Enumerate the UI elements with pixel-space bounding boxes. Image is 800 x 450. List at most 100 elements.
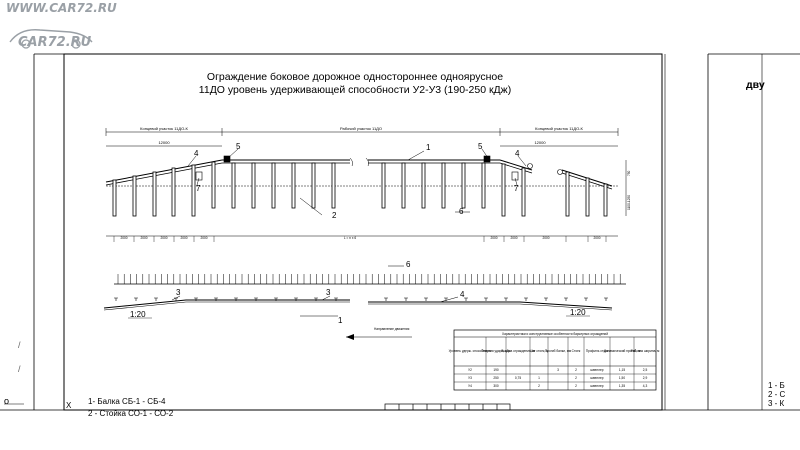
vertical-dim-750: 750 [627, 170, 631, 176]
right-sheet-legend: 1 - Б 2 - С 3 - К [768, 381, 786, 408]
svg-text:3: 3 [557, 368, 559, 372]
right-legend-2: 2 - С [768, 390, 786, 399]
callout-1: 1 [426, 143, 431, 152]
svg-text:1,15: 1,15 [619, 368, 625, 372]
plan-view: 6 3 3 4 1 1:20 1:20 Направление движения [103, 260, 626, 340]
right-sheet-heading: дву [746, 79, 765, 91]
dim-0: 2000 [120, 236, 127, 240]
plan-post [384, 297, 388, 301]
plan-ticks [117, 274, 621, 284]
table-title: Характеристики и конструктивные особенно… [502, 332, 608, 336]
svg-text:/: / [18, 340, 21, 350]
plan-post [584, 297, 588, 301]
plan-post [424, 297, 428, 301]
dim-2: 2000 [160, 236, 167, 240]
callout-7-left: 7 [196, 184, 201, 193]
plan-post [464, 297, 468, 301]
watermark-logo: CAR72.RU [18, 35, 92, 50]
span-left: 12000 [158, 140, 170, 145]
plan-post [544, 297, 548, 301]
legend-item-2: 2 - Стойка СО-1 - СО-2 [88, 409, 174, 418]
svg-text:швеллер: швеллер [590, 368, 603, 372]
dim-8: 2000 [542, 236, 549, 240]
title-line-2: 11ДО уровень удерживающей способности У2… [199, 84, 511, 96]
span-right: 12000 [534, 140, 546, 145]
svg-text:У2: У2 [468, 368, 472, 372]
svg-text:250: 250 [493, 376, 499, 380]
car72-logo: CAR72.RU [9, 29, 93, 50]
dim-7: 2000 [510, 236, 517, 240]
section-label-working: Рабочий участок 11ДО [340, 126, 382, 131]
plan-callout-6: 6 [406, 260, 411, 269]
legend-marker: X [66, 401, 72, 410]
right-legend-3: 3 - К [768, 399, 785, 408]
slope-right: 1:20 [570, 308, 586, 317]
svg-text:2: 2 [575, 376, 577, 380]
right-legend-1: 1 - Б [768, 381, 785, 390]
svg-text:швеллер: швеллер [590, 376, 603, 380]
callout-6-elev: 6 [459, 207, 464, 216]
plan-post [524, 297, 528, 301]
plan-post [234, 297, 238, 301]
th-7: Динамический прогиб, м [604, 349, 640, 353]
th-1: Энергия удара, кДж [481, 349, 511, 353]
sheet-frame [63, 53, 663, 411]
plan-post [254, 297, 258, 301]
plan-post [154, 297, 158, 301]
slope-left: 1:20 [130, 310, 146, 319]
plan-post [314, 297, 318, 301]
title-line-1: Ограждение боковое дорожное односторонне… [207, 71, 503, 83]
section-label-end-right: Концевой участок 11ДО-К [535, 126, 583, 131]
dim-4: 2000 [200, 236, 207, 240]
svg-text:2: 2 [538, 384, 540, 388]
callout-2: 2 [332, 211, 337, 220]
svg-text:/: / [18, 364, 21, 374]
plan-callout-4: 4 [460, 290, 465, 299]
plan-post [134, 297, 138, 301]
plan-post [484, 297, 488, 301]
legend: o X 1- Балка СБ-1 - СБ-4 2 - Стойка СО-1… [4, 340, 174, 418]
svg-text:o: o [4, 396, 9, 406]
watermark-url: WWW.CAR72.RU [6, 1, 117, 15]
posts [112, 161, 608, 217]
svg-text:У4: У4 [468, 384, 472, 388]
dim-3: 2000 [180, 236, 187, 240]
svg-text:0,75: 0,75 [515, 376, 521, 380]
vertical-dim-1100: 1100-1250 [627, 195, 631, 210]
th-0: Уровень удерж. способности [449, 349, 492, 353]
callout-5-left: 5 [236, 142, 241, 151]
plan-callout-3-right: 3 [326, 288, 331, 297]
th-8: Рабочая ширина, м [631, 349, 660, 353]
svg-text:швеллер: швеллер [590, 384, 603, 388]
svg-text:1: 1 [538, 376, 540, 380]
characteristics-table: Характеристики и конструктивные особенно… [449, 329, 660, 391]
svg-text:300: 300 [493, 384, 499, 388]
dim-9: 2000 [593, 236, 600, 240]
plan-post [214, 297, 218, 301]
svg-text:190: 190 [493, 368, 499, 372]
plan-callout-1: 1 [338, 316, 343, 325]
th-2: Высота ограждения, м [501, 349, 534, 353]
svg-text:2: 2 [575, 384, 577, 388]
plan-post [114, 297, 118, 301]
anchor-blocks [195, 155, 563, 181]
svg-text:2: 2 [575, 368, 577, 372]
th-4: Прогиб балки, мм [545, 349, 571, 353]
plan-post [334, 297, 338, 301]
plan-post [294, 297, 298, 301]
callout-4-left: 4 [194, 149, 199, 158]
plan-posts [114, 297, 608, 301]
section-label-end-left: Концевой участок 11ДО-К [140, 126, 188, 131]
table-row: У4 300 2 2 швеллер 1,35 4,3 [468, 384, 647, 388]
table-row: У2 190 3 2 швеллер 1,15 2,5 [468, 368, 647, 372]
plan-post [194, 297, 198, 301]
th-6: Профиль стоек [586, 349, 609, 353]
table-row: У3 250 0,75 1 2 швеллер 1,50 2,9 [468, 376, 647, 380]
svg-text:2,9: 2,9 [643, 376, 648, 380]
th-3: Шаг стоек, м [530, 349, 549, 353]
svg-text:4,3: 4,3 [643, 384, 648, 388]
plan-post [404, 297, 408, 301]
callout-5-right: 5 [478, 142, 483, 151]
